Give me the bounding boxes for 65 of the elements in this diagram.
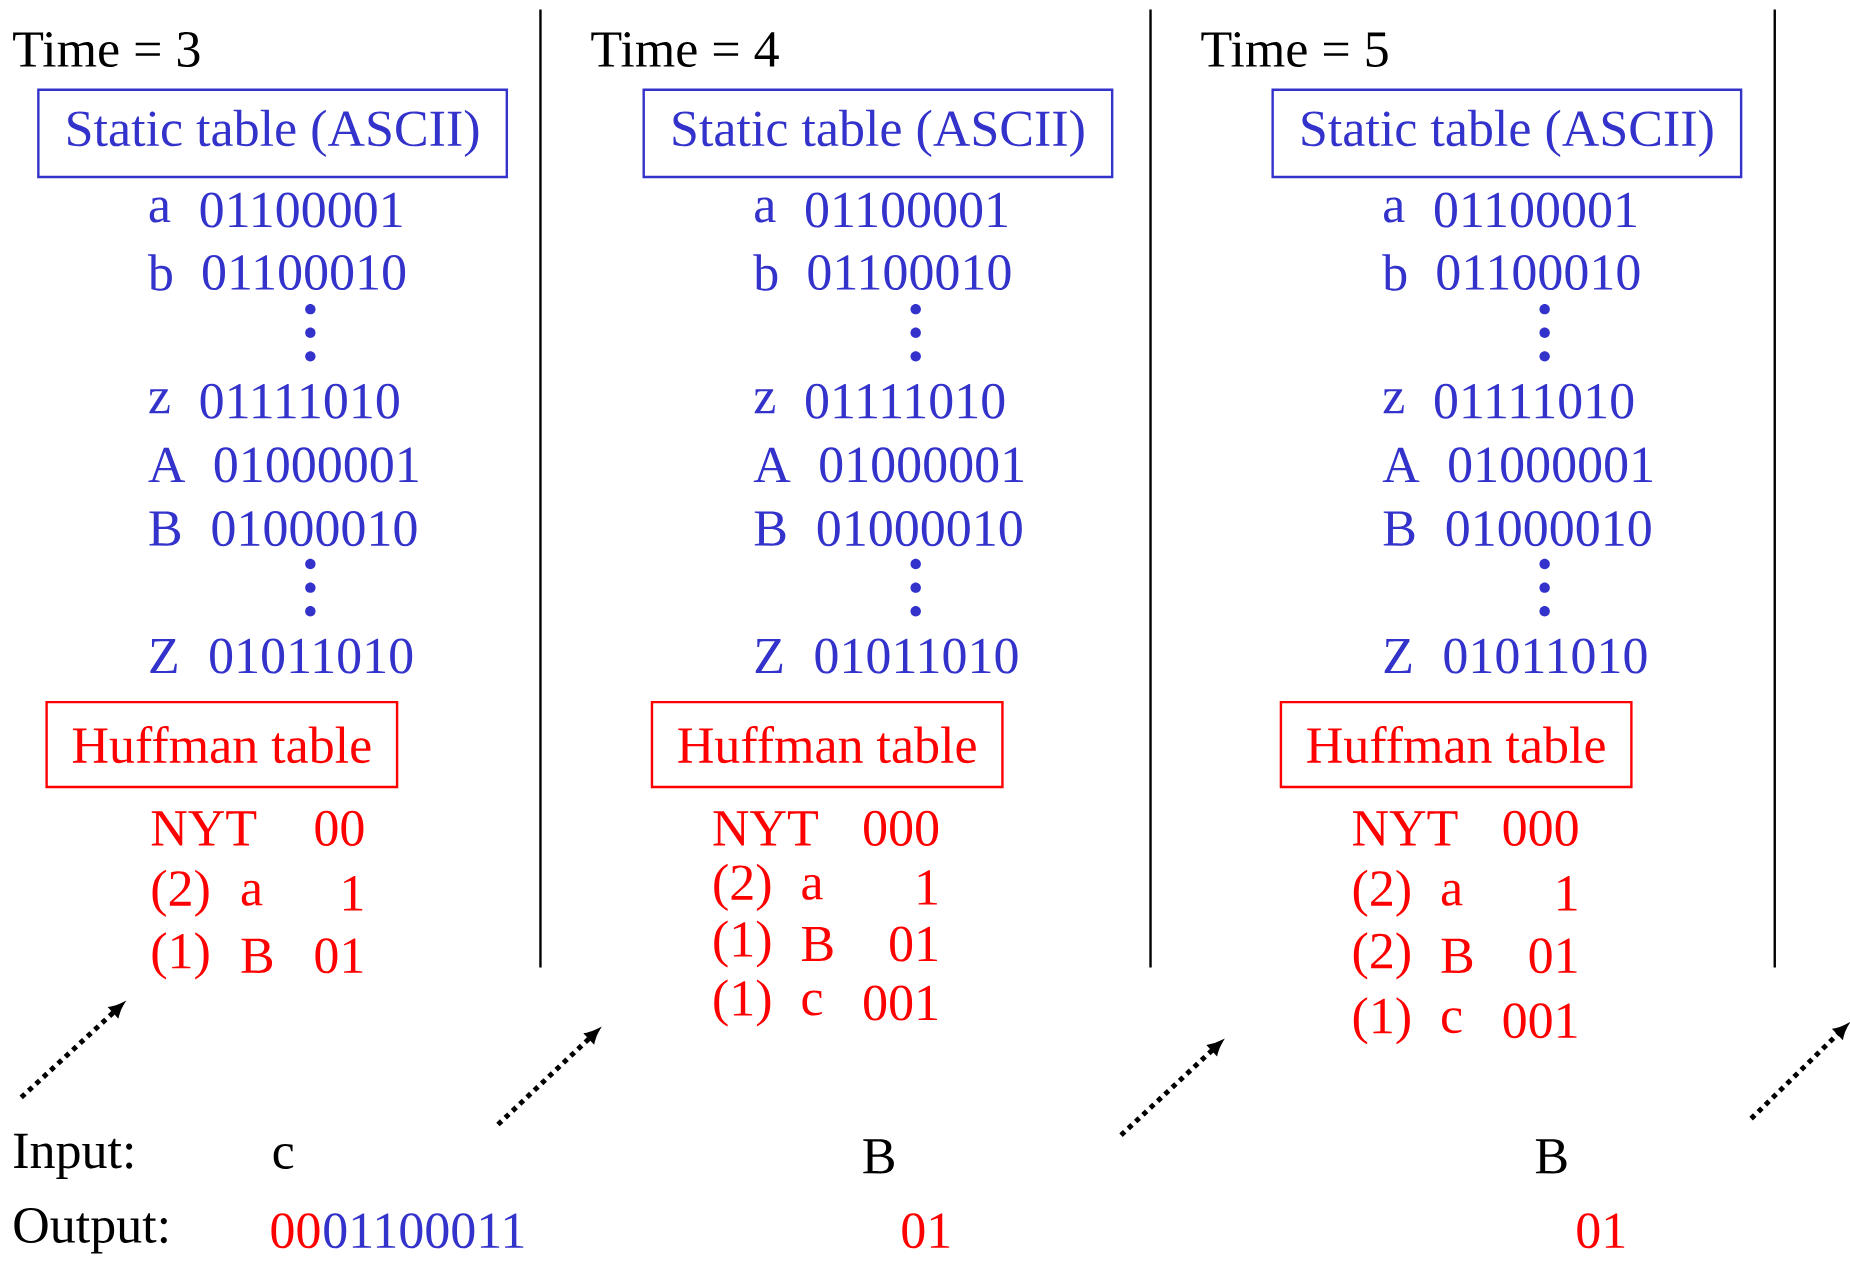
binary-code: 01111010: [200, 383, 399, 419]
time-heading: Time = 5: [1201, 32, 1388, 67]
binary-code: 01100010: [1437, 255, 1640, 291]
binary-code: 01000001: [820, 447, 1023, 483]
table-symbol: a: [802, 874, 823, 900]
huffman-code: 1: [1558, 876, 1577, 911]
table-symbol: b: [147, 254, 172, 291]
huffman-table-box: Huffman table: [650, 700, 1004, 789]
symbol-count: (2): [714, 863, 771, 911]
static-table-box: Static table (ASCII): [642, 88, 1114, 179]
table-symbol: z: [1383, 389, 1404, 414]
binary-code: 01111010: [1434, 383, 1634, 419]
table-symbol: B: [754, 511, 786, 546]
output-bits: 01: [1577, 1213, 1625, 1249]
binary-code: 01000010: [212, 511, 417, 547]
huffman-code: 01: [1529, 938, 1577, 974]
table-symbol: z: [149, 389, 170, 414]
table-symbol: z: [754, 389, 775, 414]
table-symbol: B: [1441, 938, 1473, 973]
huffman-code: 1: [344, 876, 363, 911]
table-symbol: b: [1382, 254, 1407, 291]
table-symbol: b: [753, 254, 778, 291]
table-symbol: A: [148, 447, 186, 483]
huffman-code: 001: [864, 985, 937, 1021]
table-symbol: a: [241, 880, 263, 906]
output-bits: 01100011: [324, 1213, 524, 1249]
binary-code: 01000010: [1446, 511, 1651, 547]
symbol-count: (1): [714, 979, 771, 1027]
symbol-count: (1): [152, 932, 209, 980]
input-label: Input:: [14, 1133, 133, 1179]
huffman-code: 1: [918, 870, 937, 905]
huffman-code: 001: [1503, 1003, 1577, 1039]
symbol-count: (2): [1353, 869, 1410, 917]
binary-code: 01000010: [817, 511, 1022, 547]
table-symbol: B: [801, 926, 833, 962]
output-label: Output:: [14, 1208, 167, 1254]
huffman-table-box: Huffman table: [45, 700, 399, 789]
table-symbol: B: [149, 511, 181, 546]
binary-code: 01100010: [808, 255, 1011, 291]
table-symbol: a: [1441, 880, 1463, 906]
binary-code: 01111010: [805, 383, 1005, 419]
time-heading: Time = 4: [591, 32, 779, 67]
symbol-count: (1): [1353, 997, 1410, 1045]
output-bits: 01: [902, 1213, 950, 1249]
table-symbol: B: [241, 938, 273, 973]
table-symbol: c: [802, 990, 822, 1016]
input-symbol: B: [863, 1139, 894, 1174]
input-symbol: B: [1535, 1139, 1567, 1174]
static-table-box: Static table (ASCII): [1271, 88, 1743, 179]
huffman-table-box: Huffman table: [1279, 700, 1633, 789]
table-symbol: c: [1442, 1008, 1462, 1034]
table-symbol: A: [1382, 447, 1420, 483]
input-symbol: c: [273, 1143, 294, 1169]
static-table-box: Static table (ASCII): [37, 88, 508, 179]
binary-code: 01000001: [214, 447, 418, 483]
symbol-count: (1): [714, 920, 771, 968]
huffman-code: 01: [890, 926, 937, 962]
symbol-count: (2): [152, 869, 209, 917]
table-symbol: B: [1383, 511, 1415, 546]
huffman-code: 01: [315, 938, 363, 974]
binary-code: 01000001: [1449, 447, 1652, 483]
symbol-count: (2): [1353, 932, 1410, 980]
output-bits: 00: [271, 1213, 320, 1249]
binary-code: 01100010: [203, 255, 406, 291]
table-symbol: A: [753, 447, 791, 483]
